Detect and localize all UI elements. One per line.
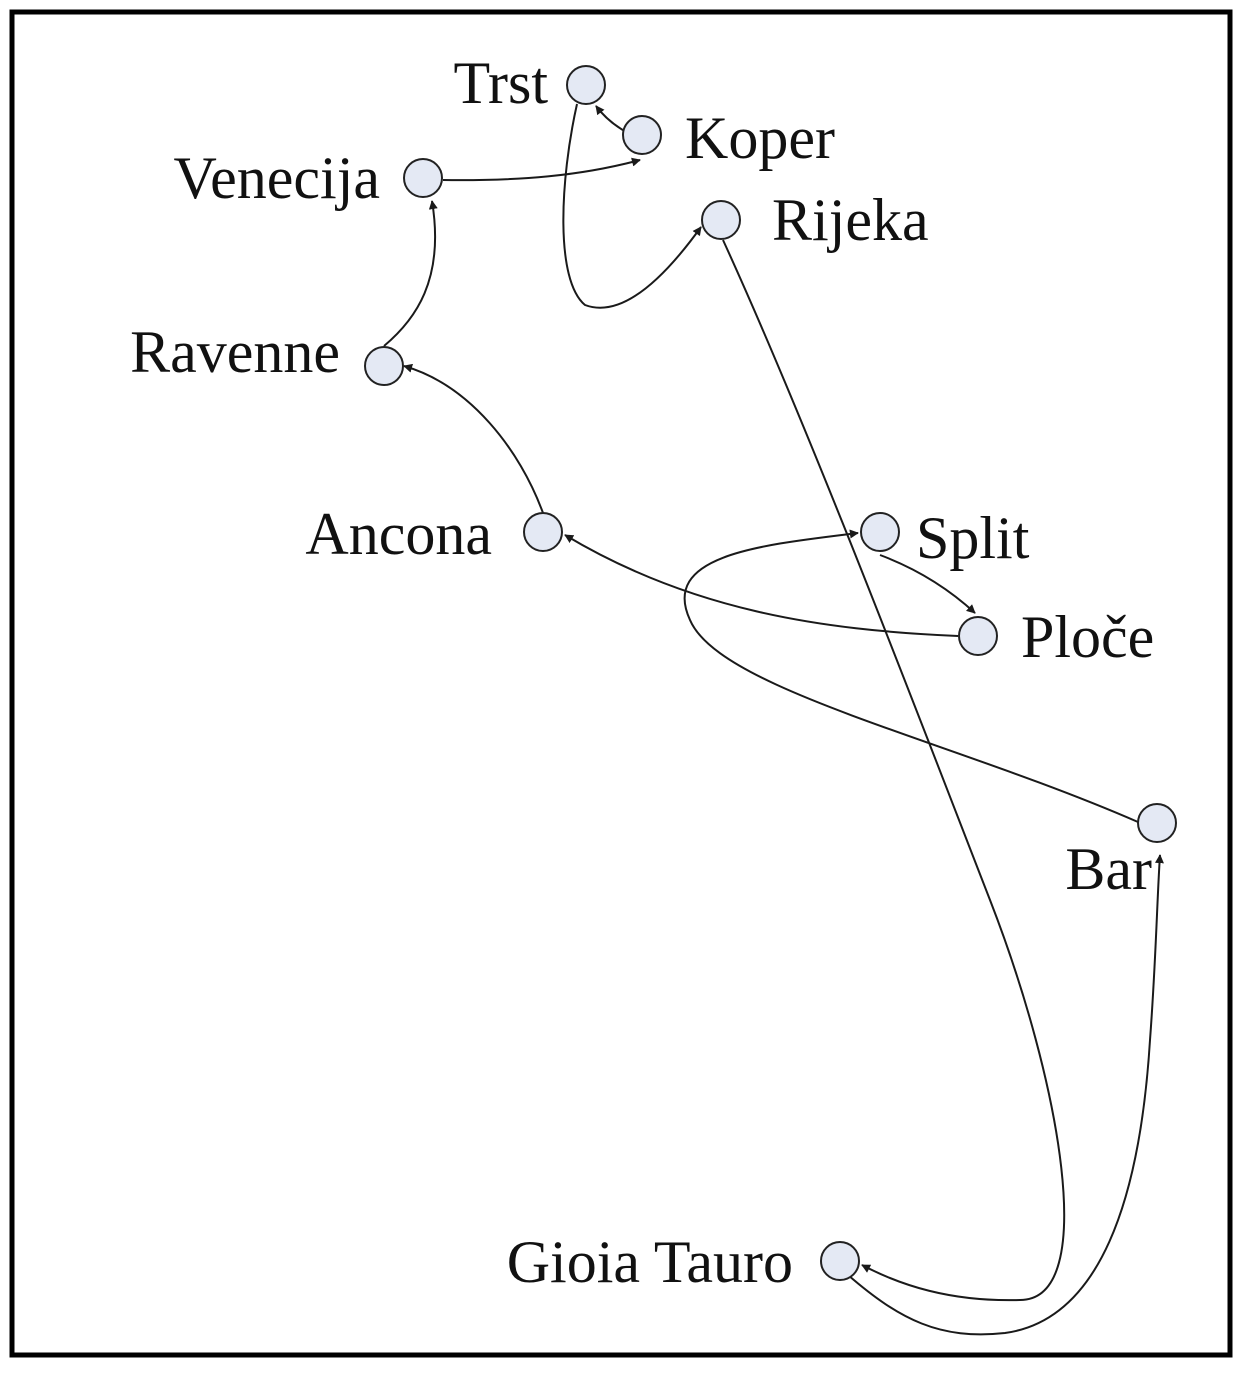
edge-venecija-koper (442, 157, 641, 182)
node-rijeka (701, 200, 741, 240)
node-ancona (523, 512, 563, 552)
node-label-gioia-tauro: Gioia Tauro (507, 1229, 793, 1295)
node-koper (622, 115, 662, 155)
node-split (860, 512, 900, 552)
diagram-frame (9, 9, 1233, 1358)
node-label-bar: Bar (1065, 836, 1152, 902)
node-label-venecija: Venecija (173, 145, 380, 211)
node-label-rijeka: Rijeka (772, 187, 929, 253)
node-label-ravenne: Ravenne (130, 319, 340, 385)
nodes-group (364, 65, 1177, 1281)
node-ploce (958, 616, 998, 656)
node-bar (1137, 803, 1177, 843)
edge-bar-split (683, 529, 1139, 823)
edges-group (383, 103, 1164, 1336)
node-label-ancona: Ancona (305, 501, 492, 567)
edge-ancona-ravenne (403, 363, 544, 514)
node-venecija (403, 158, 443, 198)
node-label-trst: Trst (453, 50, 548, 116)
node-ravenne (364, 346, 404, 386)
node-label-koper: Koper (685, 105, 835, 171)
edge-ploce-ancona (564, 534, 959, 637)
edge-trst-rijeka (562, 103, 702, 309)
node-label-ploce: Ploče (1021, 604, 1154, 670)
edge-ravenne-venecija (383, 200, 438, 347)
node-trst (566, 65, 606, 105)
node-gioia-tauro (820, 1241, 860, 1281)
edge-split-ploce (879, 554, 976, 614)
edge-rijeka-gioia-tauro (722, 239, 1066, 1302)
node-label-split: Split (916, 505, 1030, 571)
edge-gioia-tauro-bar (847, 854, 1164, 1336)
